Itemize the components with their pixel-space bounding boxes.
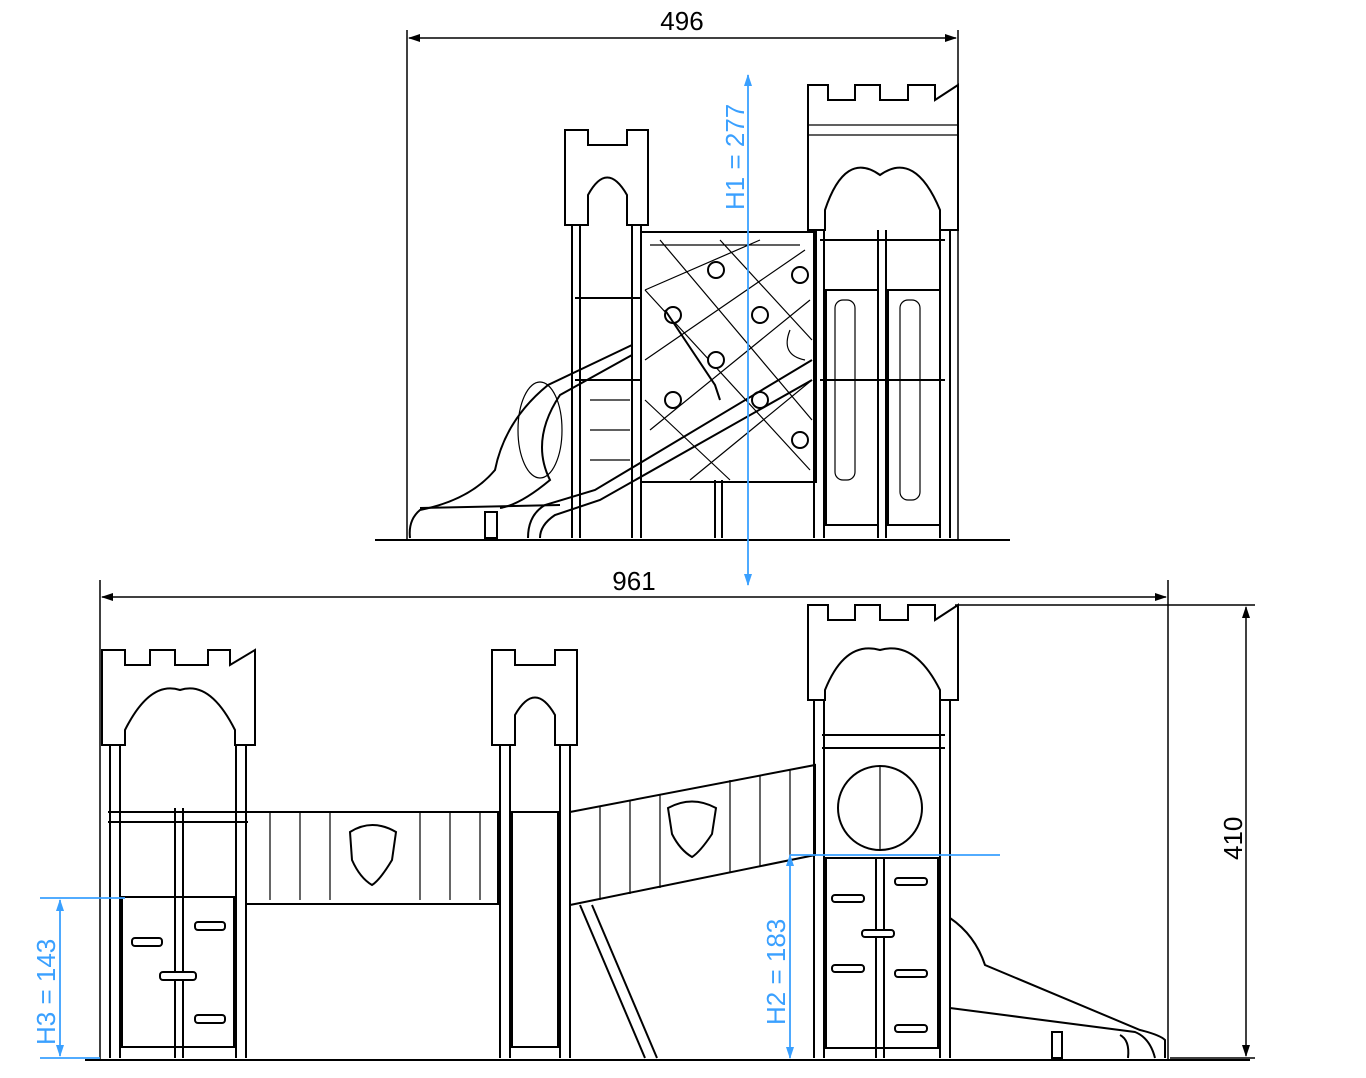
straight-slide-top [527, 329, 813, 539]
right-tower-front [807, 603, 959, 1058]
dimension-h3-label: H3 = 143 [31, 939, 61, 1045]
dimension-h1-label: H1 = 277 [720, 104, 750, 210]
dimension-h2: H2 = 183 [761, 854, 1000, 1059]
dimension-h3: H3 = 143 [31, 897, 125, 1059]
slide-front [949, 917, 1166, 1059]
dimension-961: 961 [612, 566, 655, 596]
tube-slide-top [408, 344, 633, 539]
front-elevation-view: 961 410 [85, 566, 1255, 1061]
dimension-h2-label: H2 = 183 [761, 919, 791, 1025]
dimension-410: 410 [1218, 817, 1248, 860]
side-elevation-view: 496 [375, 6, 1010, 541]
middle-tower-front [491, 649, 578, 1058]
dimension-496: 496 [660, 6, 703, 36]
left-tower-front [101, 648, 256, 1058]
dimension-h1: H1 = 277 [720, 74, 752, 586]
left-tower-top [564, 129, 649, 538]
ramp-bridge-front [569, 763, 816, 1059]
climbing-net-top [640, 231, 817, 538]
bridge-left-front [245, 811, 499, 905]
right-tower-top [807, 83, 959, 538]
